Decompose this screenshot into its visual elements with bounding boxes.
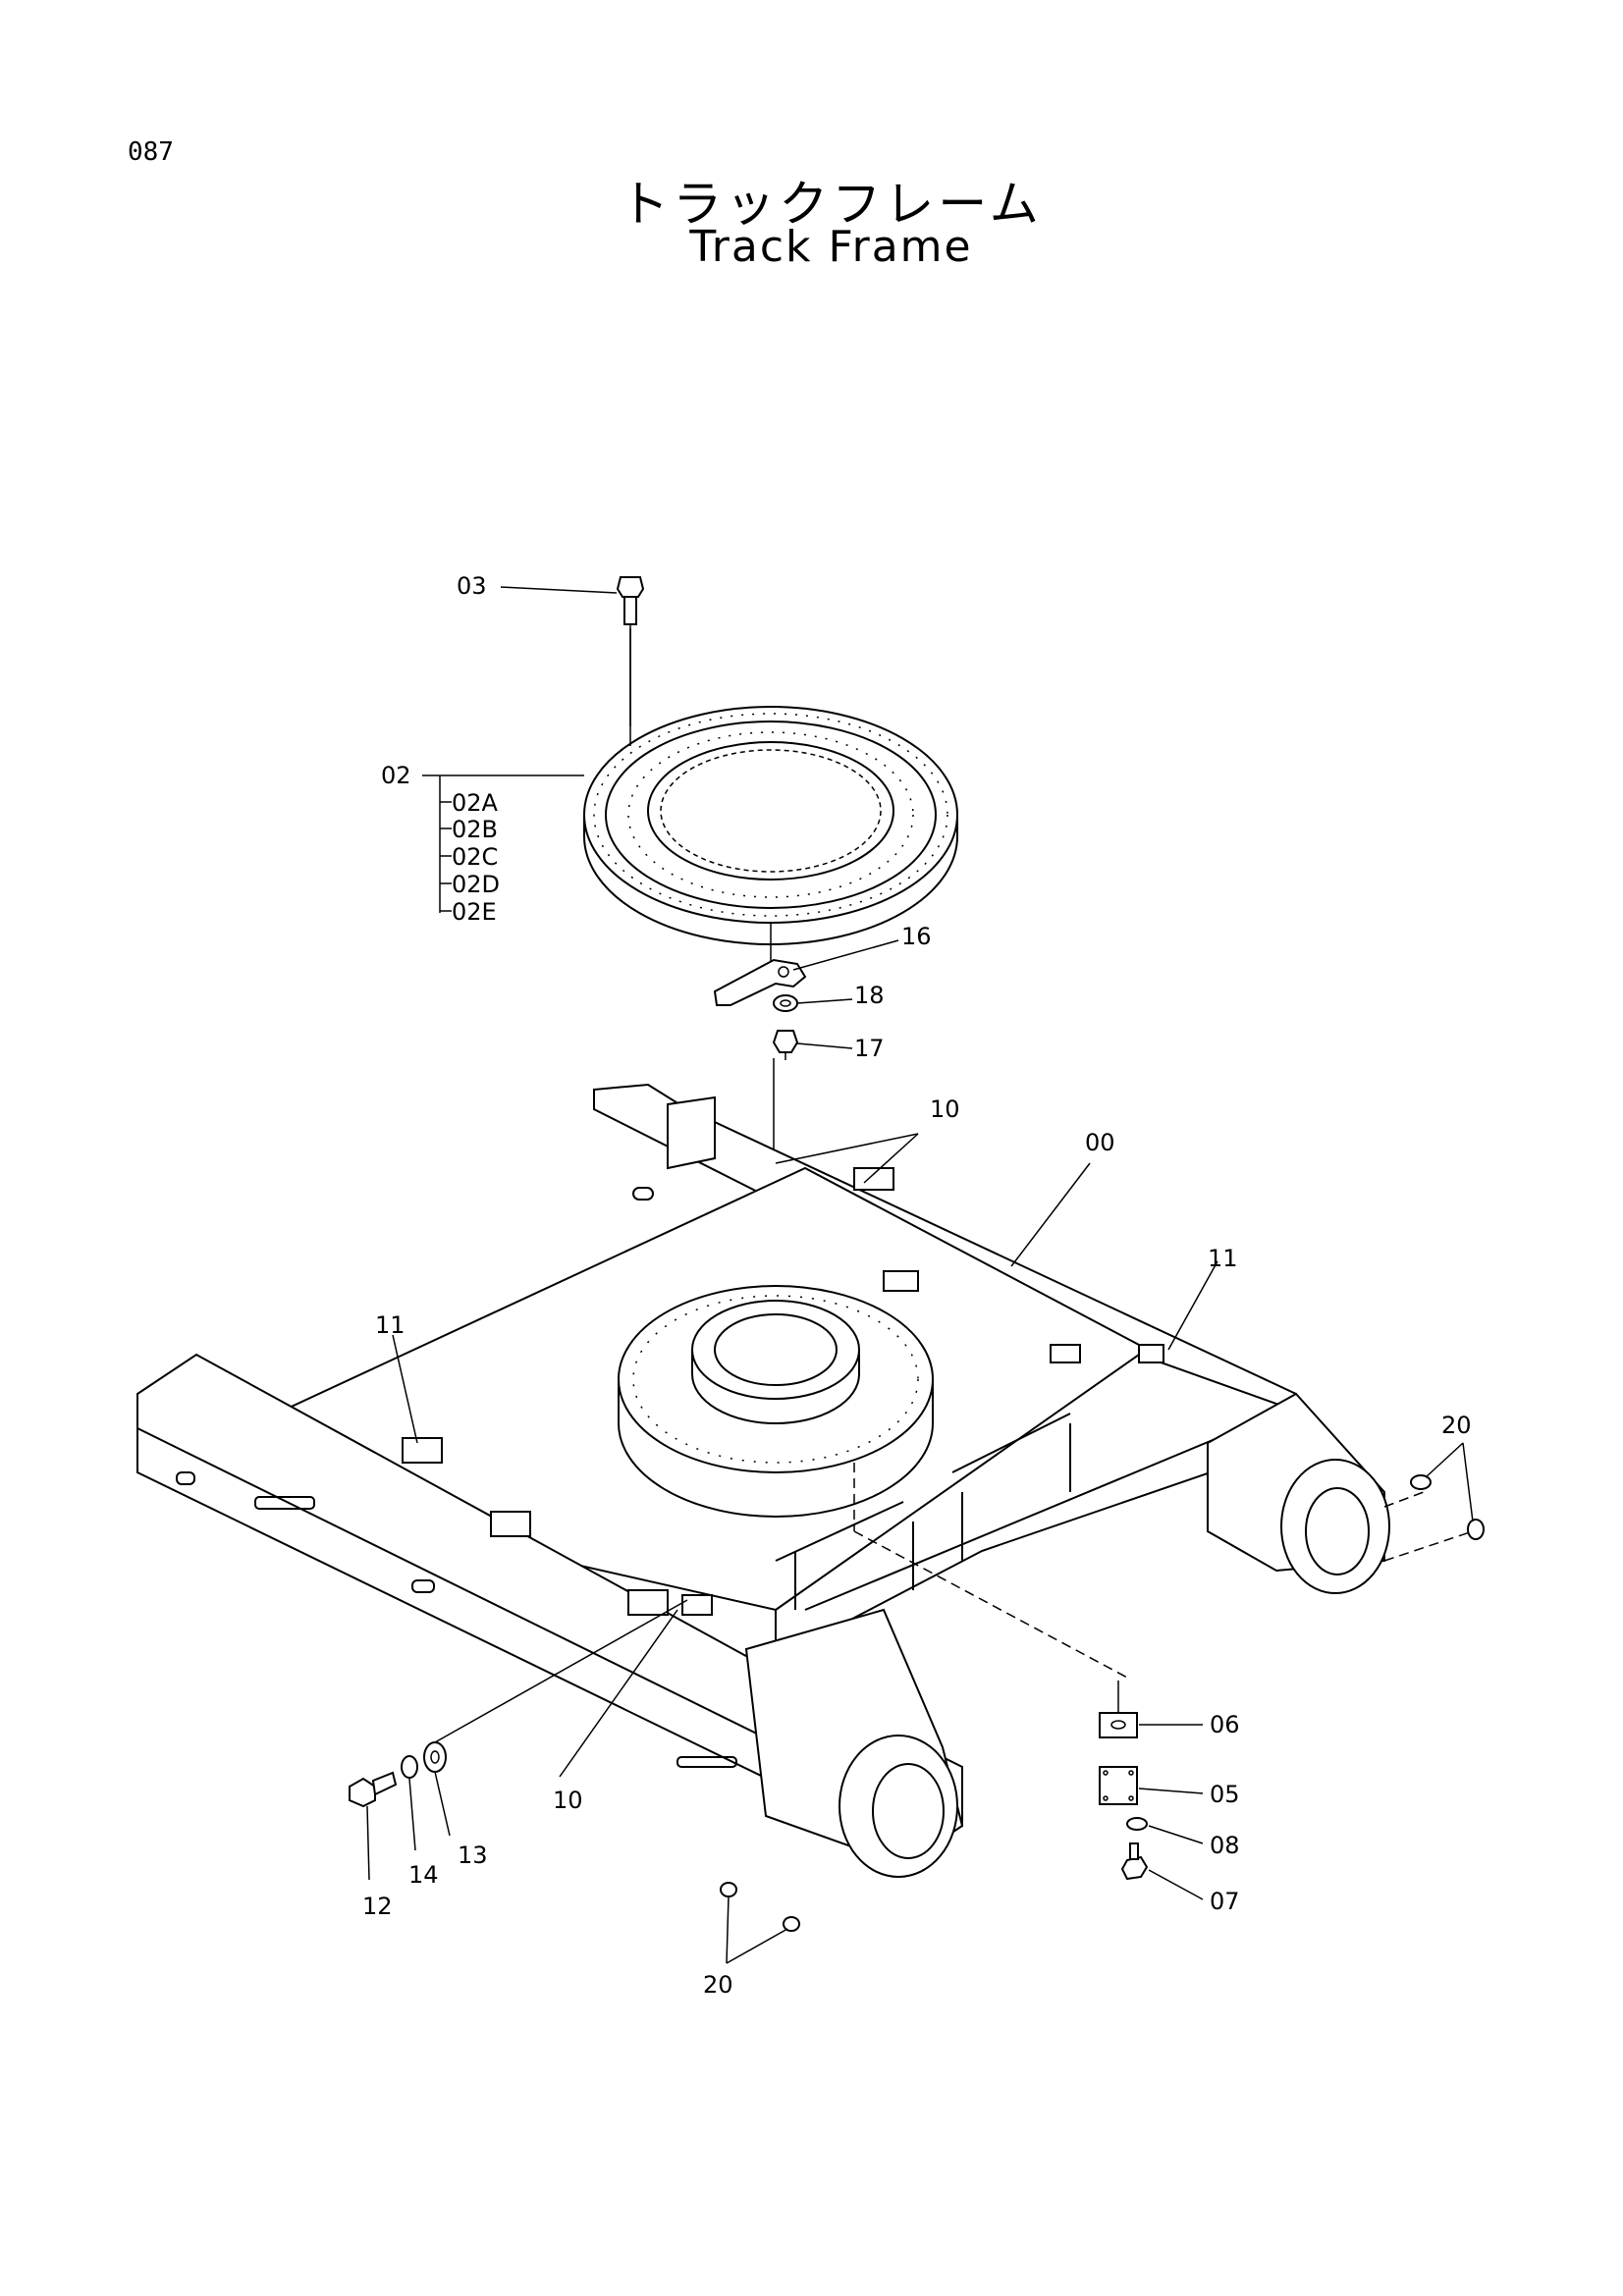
plug-20-1 [1410, 1474, 1432, 1490]
parts-05-08 [1099, 1681, 1149, 1881]
callout-02b: 02B [452, 816, 498, 843]
track-frame [136, 1083, 1390, 1878]
callout-12: 12 [362, 1893, 393, 1920]
callout-13: 13 [458, 1842, 488, 1869]
callout-10-bottom: 10 [553, 1787, 583, 1814]
page-number: 087 [128, 137, 174, 167]
callout-20-right: 20 [1441, 1412, 1472, 1439]
parts-12-14 [349, 1599, 688, 1808]
callout-18: 18 [854, 982, 885, 1009]
callout-11-right: 11 [1208, 1245, 1238, 1272]
callout-17: 17 [854, 1035, 885, 1062]
callout-02e: 02E [452, 898, 497, 926]
callout-02c: 02C [452, 843, 498, 871]
swing-bearing [583, 706, 958, 945]
callout-06: 06 [1210, 1711, 1240, 1738]
callout-11-left: 11 [375, 1311, 406, 1339]
callout-20-bottom: 20 [703, 1971, 733, 1999]
callout-02a: 02A [452, 789, 499, 817]
callout-02d: 02D [452, 871, 500, 898]
plate-16 [713, 958, 807, 1006]
callout-14: 14 [408, 1861, 439, 1889]
plug-20-4 [783, 1916, 800, 1932]
plug-20-2 [1467, 1519, 1485, 1540]
callout-16: 16 [901, 923, 932, 950]
plug-20-3 [720, 1882, 737, 1897]
callout-08: 08 [1210, 1832, 1240, 1859]
washer-18 [773, 994, 798, 1012]
callout-10-top: 10 [930, 1095, 960, 1123]
callout-03: 03 [457, 572, 487, 600]
callout-02: 02 [381, 762, 411, 789]
title-english: Track Frame [689, 222, 973, 272]
callout-07: 07 [1210, 1888, 1240, 1915]
callout-05: 05 [1210, 1781, 1240, 1808]
callout-00: 00 [1085, 1129, 1115, 1156]
title-japanese: トラックフレーム [620, 176, 1043, 233]
